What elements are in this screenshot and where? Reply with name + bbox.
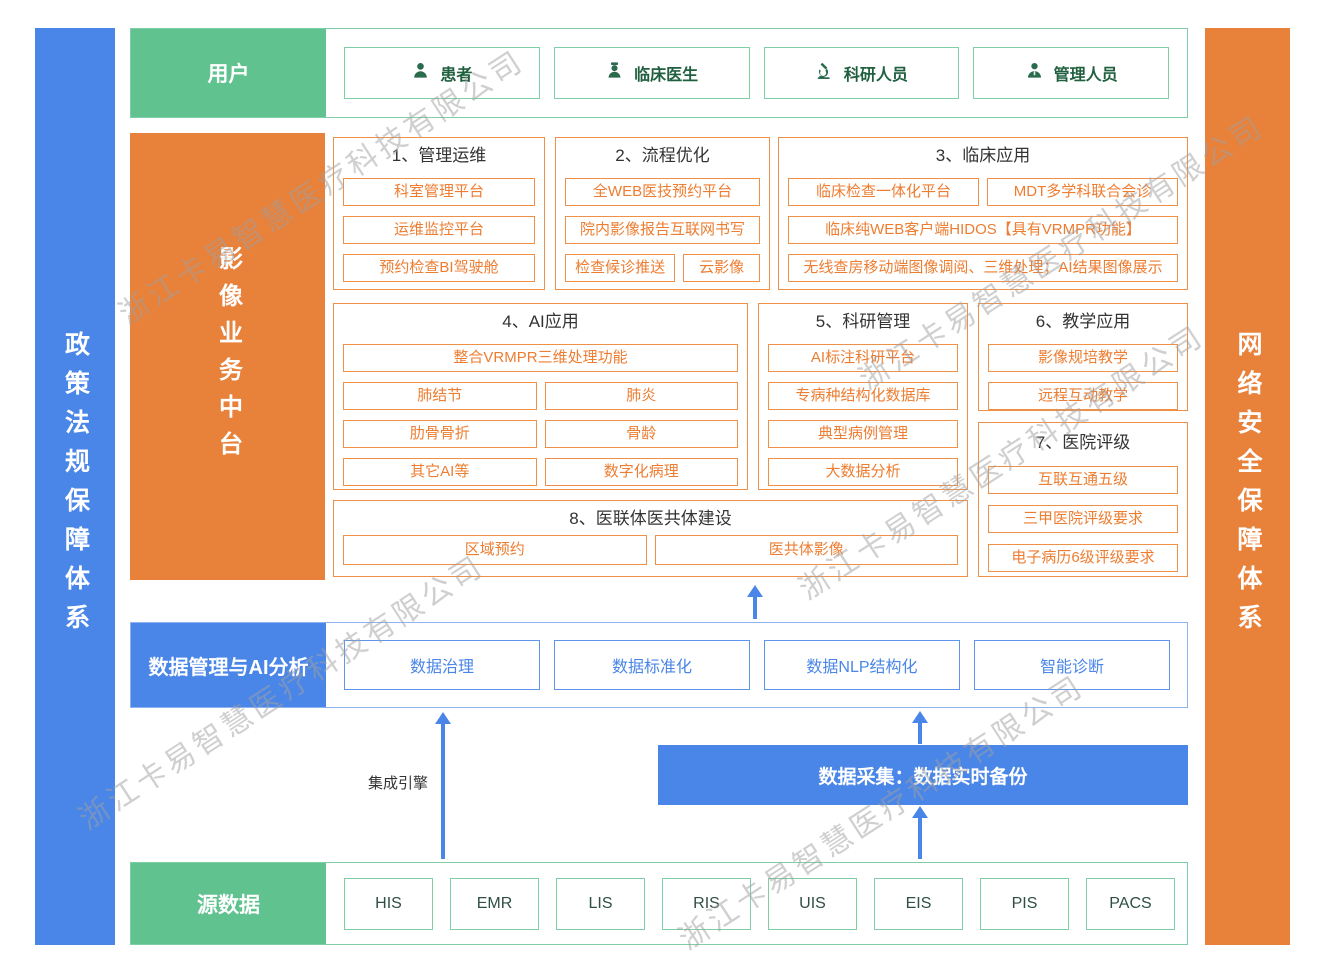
section-item: 肺结节 (343, 382, 537, 410)
section-item: 云影像 (683, 254, 760, 282)
users-row-content: 患者 临床医生 科研人员 管理人员 (326, 29, 1187, 117)
section-item: 临床检查一体化平台 (788, 178, 979, 206)
user-box-label: 科研人员 (843, 67, 908, 84)
section-item: 无线查房移动端图像调阅、三维处理；AI结果图像展示 (788, 254, 1178, 282)
user-box-admin: 管理人员 (973, 47, 1169, 99)
policy-regulation-bar: 政策法规保障体系 (35, 28, 115, 945)
imaging-platform-label-box: 影像业务中台 (130, 133, 325, 580)
data-standardization-box: 数据标准化 (554, 640, 750, 690)
section-item: 医共体影像 (654, 535, 958, 565)
section-item: 临床纯WEB客户端HIDOS【具有VRMPR功能】 (788, 216, 1178, 244)
section-title: 7、医院评级 (1035, 433, 1131, 452)
section-title: 4、AI应用 (502, 312, 579, 331)
section-title: 6、教学应用 (1035, 312, 1131, 331)
section-item: 肋骨骨折 (343, 420, 537, 448)
source-box-ris: RIS (662, 877, 751, 930)
section-item: 肺炎 (544, 382, 738, 410)
section-item: 全WEB医技预约平台 (565, 178, 760, 206)
section-item: 预约检查BI驾驶舱 (343, 254, 535, 282)
section-item-row: 检查候诊推送 云影像 (565, 254, 760, 282)
section-item-row: 区域预约 医共体影像 (343, 535, 958, 565)
section-item: AI标注科研平台 (768, 344, 958, 372)
section-item: 远程互动教学 (988, 382, 1178, 410)
doctor-icon (605, 61, 624, 85)
arrow-integration-engine (435, 712, 451, 859)
section-item: 检查候诊推送 (565, 254, 676, 282)
section-item: MDT多学科联合会诊 (987, 178, 1178, 206)
section-item: 运维监控平台 (343, 216, 535, 244)
section-item: 典型病例管理 (768, 420, 958, 448)
smart-diagnosis-box: 智能诊断 (974, 640, 1170, 690)
arrow-datamgmt-to-platform (747, 585, 763, 619)
source-data-label: 源数据 (131, 863, 326, 944)
microscope-icon (815, 61, 834, 85)
data-governance-box: 数据治理 (344, 640, 540, 690)
source-box-lis: LIS (556, 877, 645, 930)
section-item: 专病种结构化数据库 (768, 382, 958, 410)
section-item: 影像规培教学 (988, 344, 1178, 372)
section-item: 科室管理平台 (343, 178, 535, 206)
source-box-eis: EIS (874, 877, 963, 930)
section-item-row: 其它AI等 数字化病理 (343, 458, 738, 486)
source-box-uis: UIS (768, 877, 857, 930)
section-title: 5、科研管理 (815, 312, 911, 331)
users-row: 用户 患者 临床医生 科研人员 管理人员 (130, 28, 1188, 118)
section-hospital-rating: 7、医院评级 互联互通五级 三甲医院评级要求 电子病历6级评级要求 (978, 422, 1188, 577)
arrow-source-to-collection (912, 806, 928, 859)
section-clinical-application: 3、临床应用 临床检查一体化平台 MDT多学科联合会诊 临床纯WEB客户端HID… (778, 137, 1188, 290)
policy-regulation-label: 政策法规保障体系 (61, 330, 90, 643)
users-row-label: 用户 (131, 29, 326, 117)
section-item: 三甲医院评级要求 (988, 505, 1178, 533)
section-title: 1、管理运维 (391, 146, 487, 165)
source-box-emr: EMR (450, 877, 539, 930)
patient-icon (411, 61, 430, 85)
user-box-label: 管理人员 (1053, 67, 1118, 84)
section-ai-application: 4、AI应用 整合VRMPR三维处理功能 肺结节 肺炎 肋骨骨折 骨龄 其它AI… (333, 303, 748, 490)
data-nlp-box: 数据NLP结构化 (764, 640, 960, 690)
user-box-patient: 患者 (344, 47, 540, 99)
section-item: 区域预约 (343, 535, 647, 565)
section-management-ops: 1、管理运维 科室管理平台 运维监控平台 预约检查BI驾驶舱 (333, 137, 545, 290)
admin-icon (1025, 61, 1044, 85)
network-security-bar: 网络安全保障体系 (1205, 28, 1290, 945)
user-box-label: 临床医生 (634, 67, 699, 84)
section-title: 2、流程优化 (615, 146, 710, 165)
section-process-optimization: 2、流程优化 全WEB医技预约平台 院内影像报告互联网书写 检查候诊推送 云影像 (555, 137, 770, 290)
source-data-row: 源数据 HIS EMR LIS RIS UIS EIS PIS PACS (130, 862, 1188, 945)
arrow-collection-to-datamgmt (912, 711, 928, 744)
data-management-row: 数据管理与AI分析 数据治理 数据标准化 数据NLP结构化 智能诊断 (130, 622, 1188, 708)
network-security-label: 网络安全保障体系 (1234, 330, 1262, 643)
section-item-row: 肋骨骨折 骨龄 (343, 420, 738, 448)
section-item-row: 临床检查一体化平台 MDT多学科联合会诊 (788, 178, 1178, 206)
user-box-researcher: 科研人员 (763, 47, 960, 99)
imaging-platform-label: 影像业务中台 (214, 245, 242, 468)
section-item: 整合VRMPR三维处理功能 (343, 344, 738, 372)
source-box-pacs: PACS (1086, 877, 1175, 930)
section-item: 互联互通五级 (988, 466, 1178, 494)
section-title: 8、医联体医共体建设 (569, 509, 732, 528)
section-item: 电子病历6级评级要求 (988, 544, 1178, 572)
source-data-content: HIS EMR LIS RIS UIS EIS PIS PACS (326, 863, 1187, 944)
source-box-his: HIS (344, 877, 433, 930)
section-research-management: 5、科研管理 AI标注科研平台 专病种结构化数据库 典型病例管理 大数据分析 (758, 303, 968, 490)
section-item: 骨龄 (544, 420, 738, 448)
section-teaching-application: 6、教学应用 影像规培教学 远程互动教学 (978, 303, 1188, 411)
user-box-doctor: 临床医生 (553, 47, 750, 99)
section-item: 其它AI等 (343, 458, 537, 486)
integration-engine-label: 集成引擎 (367, 775, 428, 792)
section-title: 3、临床应用 (935, 146, 1031, 165)
data-management-content: 数据治理 数据标准化 数据NLP结构化 智能诊断 (326, 623, 1188, 707)
section-item: 大数据分析 (768, 458, 958, 486)
section-item: 院内影像报告互联网书写 (565, 216, 760, 244)
section-medical-alliance: 8、医联体医共体建设 区域预约 医共体影像 (333, 500, 968, 577)
data-collection-box: 数据采集：数据实时备份 (658, 745, 1188, 805)
section-item: 数字化病理 (544, 458, 738, 486)
section-item-row: 肺结节 肺炎 (343, 382, 738, 410)
source-box-pis: PIS (980, 877, 1069, 930)
user-box-label: 患者 (440, 67, 473, 84)
data-management-label: 数据管理与AI分析 (131, 623, 326, 707)
